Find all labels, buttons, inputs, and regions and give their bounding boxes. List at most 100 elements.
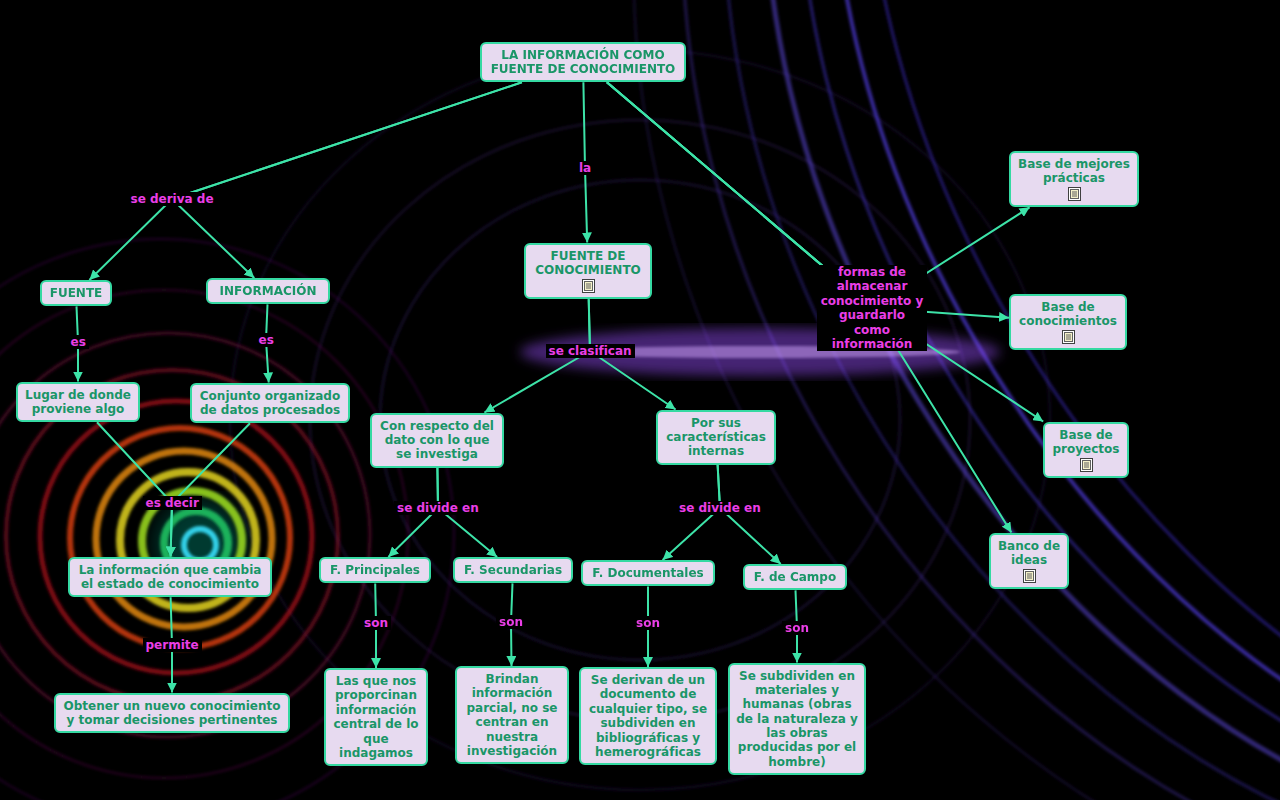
box-text: FUENTE DE CONOCIMIENTO xyxy=(532,249,644,278)
box-text: FUENTE xyxy=(48,286,104,300)
blue-arc xyxy=(575,0,1280,800)
blue-arc xyxy=(530,0,1280,800)
concept-box: LA INFORMACIÓN COMO FUENTE DE CONOCIMIEN… xyxy=(480,42,686,83)
note-icon-line xyxy=(1027,574,1032,575)
connector xyxy=(607,82,1012,532)
note-icon-frame xyxy=(1023,570,1035,583)
note-icon-sheet xyxy=(1064,333,1072,342)
edge-label: permite xyxy=(143,638,202,652)
note-icon-line xyxy=(1072,194,1077,195)
connector xyxy=(171,423,250,556)
box-text: Por sus características internas xyxy=(664,416,768,459)
note-icon-sheet xyxy=(1082,461,1090,470)
note-icon-line xyxy=(586,288,591,289)
edge-label: son xyxy=(361,616,391,630)
spiral-ring xyxy=(40,401,312,673)
box-text: Base de conocimientos xyxy=(1017,300,1119,329)
concept-box: Obtener un nuevo conocimiento y tomar de… xyxy=(54,693,290,734)
note-icon-line xyxy=(1027,576,1032,577)
connector xyxy=(97,422,172,556)
box-text: Las que nos proporcinan información cent… xyxy=(332,674,420,760)
concept-box: Se subdividen en materiales y humanas (o… xyxy=(728,663,866,776)
concept-box: F. de Campo xyxy=(743,564,847,590)
box-text: F. de Campo xyxy=(751,570,839,584)
concept-box: INFORMACIÓN xyxy=(206,278,330,304)
note-icon-frame xyxy=(1062,331,1074,344)
box-text: Obtener un nuevo conocimiento y tomar de… xyxy=(62,699,282,728)
box-text: F. Principales xyxy=(327,563,423,577)
box-text: INFORMACIÓN xyxy=(214,284,322,298)
note-icon-sheet xyxy=(584,282,592,291)
box-text: Lugar de donde proviene algo xyxy=(24,388,132,417)
note-icon-line xyxy=(1066,337,1071,338)
note-icon xyxy=(582,279,595,293)
edge-label: formas de almacenar conocimiento y guard… xyxy=(817,265,927,351)
spiral-ring xyxy=(0,239,454,800)
concept-box: F. Principales xyxy=(319,557,431,583)
box-text: F. Secundarias xyxy=(461,563,565,577)
note-icon-sheet xyxy=(1025,572,1033,581)
concept-box: La información que cambia el estado de c… xyxy=(68,557,272,598)
box-text: Base de mejores prácticas xyxy=(1017,157,1131,186)
edge-label: se divide en xyxy=(394,501,482,515)
box-text: F. Documentales xyxy=(589,566,707,580)
box-text: Conjunto organizado de datos procesados xyxy=(198,389,342,418)
blue-arc xyxy=(379,0,1280,800)
connector xyxy=(607,82,1043,421)
edge-label: son xyxy=(496,615,526,629)
concept-box: Se derivan de un documento de cualquier … xyxy=(579,667,717,765)
concept-box: FUENTE DE CONOCIMIENTO xyxy=(524,243,652,300)
concept-box: Las que nos proporcinan información cent… xyxy=(324,668,428,766)
connector xyxy=(172,82,522,278)
concept-box: F. Secundarias xyxy=(453,557,573,583)
note-icon-line xyxy=(1066,339,1071,340)
concept-box: FUENTE xyxy=(40,280,112,306)
blue-arc xyxy=(432,0,1280,800)
note-icon-sheet xyxy=(1070,190,1078,199)
concept-box: Banco de ideas xyxy=(989,533,1069,590)
concept-box: F. Documentales xyxy=(581,560,715,586)
note-icon xyxy=(1068,187,1081,201)
edge-label: es xyxy=(68,335,89,349)
connector xyxy=(89,82,522,280)
edge-label: la xyxy=(576,161,594,175)
note-icon-line xyxy=(1084,463,1089,464)
note-icon-frame xyxy=(1080,459,1092,472)
concept-box: Brindan información parcial, no se centr… xyxy=(455,666,569,764)
box-text: Brindan información parcial, no se centr… xyxy=(463,672,561,758)
note-icon-line xyxy=(1027,578,1032,579)
box-text: Se derivan de un documento de cualquier … xyxy=(587,673,709,759)
note-icon-line xyxy=(1084,467,1089,468)
spiral-ring xyxy=(0,333,370,737)
box-text: LA INFORMACIÓN COMO FUENTE DE CONOCIMIEN… xyxy=(488,48,678,77)
note-icon-line xyxy=(1084,465,1089,466)
box-text: Banco de ideas xyxy=(997,539,1061,568)
concept-box: Base de proyectos xyxy=(1043,422,1129,479)
edge-label: es decir xyxy=(143,496,202,510)
edge-label: se divide en xyxy=(676,501,764,515)
note-icon xyxy=(1023,569,1036,583)
concept-box: Con respecto del dato con lo que se inve… xyxy=(370,413,504,468)
spiral-ring xyxy=(96,451,272,627)
box-text: Con respecto del dato con lo que se inve… xyxy=(378,419,496,462)
purple-glow xyxy=(520,328,1000,376)
edge-label: son xyxy=(782,621,812,635)
concept-box: Lugar de donde proviene algo xyxy=(16,382,140,423)
blue-arc xyxy=(620,0,1280,800)
edge-label: se deriva de xyxy=(128,192,217,206)
note-icon xyxy=(1062,330,1075,344)
connector xyxy=(607,82,1009,317)
concept-box: Conjunto organizado de datos procesados xyxy=(190,383,350,424)
note-icon-frame xyxy=(1068,188,1080,201)
concept-box: Por sus características internas xyxy=(656,410,776,465)
box-text: Se subdividen en materiales y humanas (o… xyxy=(736,669,858,770)
note-icon-line xyxy=(1072,196,1077,197)
note-icon xyxy=(1080,458,1093,472)
edge-label: es xyxy=(256,333,277,347)
edge-label: son xyxy=(633,616,663,630)
note-icon-line xyxy=(1072,192,1077,193)
note-icon-frame xyxy=(582,280,594,293)
concept-box: Base de conocimientos xyxy=(1009,294,1127,351)
